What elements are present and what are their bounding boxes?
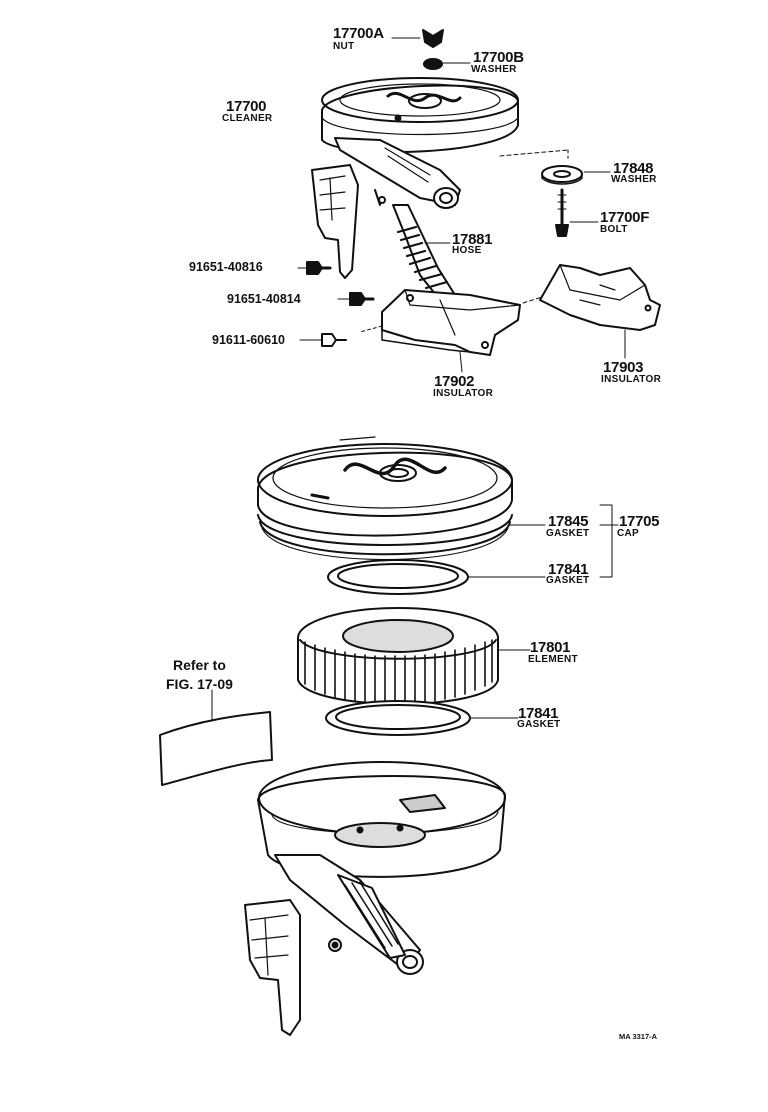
label-91651-40814: 91651-40814 bbox=[227, 292, 301, 306]
bolt-91611-60610-drawing bbox=[299, 333, 347, 347]
washer-17848-drawing bbox=[541, 165, 583, 185]
label-17903-number: 17903 bbox=[603, 359, 644, 376]
cleaner-case-drawing bbox=[244, 761, 506, 1036]
bolt-17700f-drawing bbox=[555, 188, 569, 237]
bolt-91651-40816-drawing bbox=[297, 261, 332, 275]
label-17700-name: CLEANER bbox=[222, 113, 273, 124]
insulator-17902-drawing bbox=[381, 289, 521, 356]
label-17841-low-number: 17841 bbox=[518, 705, 559, 722]
label-17902-number: 17902 bbox=[434, 373, 475, 390]
label-17902-name: INSULATOR bbox=[433, 388, 494, 399]
bolt-91651-40814-drawing bbox=[337, 292, 375, 306]
label-17845-name: GASKET bbox=[546, 528, 590, 539]
reference-line1: Refer to bbox=[173, 657, 226, 673]
label-17705-name: CAP bbox=[617, 528, 640, 539]
label-17700a-name: NUT bbox=[333, 41, 355, 52]
label-17848-number: 17848 bbox=[613, 160, 654, 177]
cleaner-housing-drawing bbox=[311, 77, 519, 279]
drawing-code: MA 3317-A bbox=[619, 1032, 658, 1041]
label-17705-number: 17705 bbox=[619, 513, 660, 530]
nut-17700a-drawing bbox=[422, 29, 444, 48]
washer-17700b-drawing bbox=[423, 58, 443, 70]
label-17700f-name: BOLT bbox=[600, 224, 628, 235]
reference-filter-sheet-drawing bbox=[159, 711, 273, 786]
label-91651-40816: 91651-40816 bbox=[189, 260, 263, 274]
label-17903-name: INSULATOR bbox=[601, 374, 662, 385]
label-17848-name: WASHER bbox=[611, 174, 657, 185]
label-17700b-name: WASHER bbox=[471, 64, 517, 75]
label-17845-number: 17845 bbox=[548, 513, 589, 530]
label-17881-name: HOSE bbox=[452, 245, 482, 256]
hose-17881-drawing bbox=[392, 204, 456, 301]
label-91611-60610: 91611-60610 bbox=[212, 333, 285, 347]
reference-line2: FIG. 17-09 bbox=[166, 676, 233, 692]
label-17841-mid-number: 17841 bbox=[548, 561, 589, 578]
label-17841-low-name: GASKET bbox=[517, 719, 561, 730]
label-17700-number: 17700 bbox=[226, 98, 267, 115]
gasket-17841-low-drawing bbox=[325, 700, 471, 736]
label-17801-number: 17801 bbox=[530, 639, 571, 656]
insulator-17903-drawing bbox=[539, 264, 661, 331]
element-17801-drawing bbox=[297, 607, 499, 705]
cap-17705-drawing bbox=[257, 436, 513, 537]
label-17700f-number: 17700F bbox=[600, 209, 650, 226]
label-17801-name: ELEMENT bbox=[528, 654, 578, 665]
label-17841-mid-name: GASKET bbox=[546, 575, 590, 586]
label-17700b-number: 17700B bbox=[473, 49, 524, 66]
label-17881-number: 17881 bbox=[452, 231, 493, 248]
label-17700a-number: 17700A bbox=[333, 25, 384, 42]
gasket-17841-mid-drawing bbox=[327, 559, 469, 595]
